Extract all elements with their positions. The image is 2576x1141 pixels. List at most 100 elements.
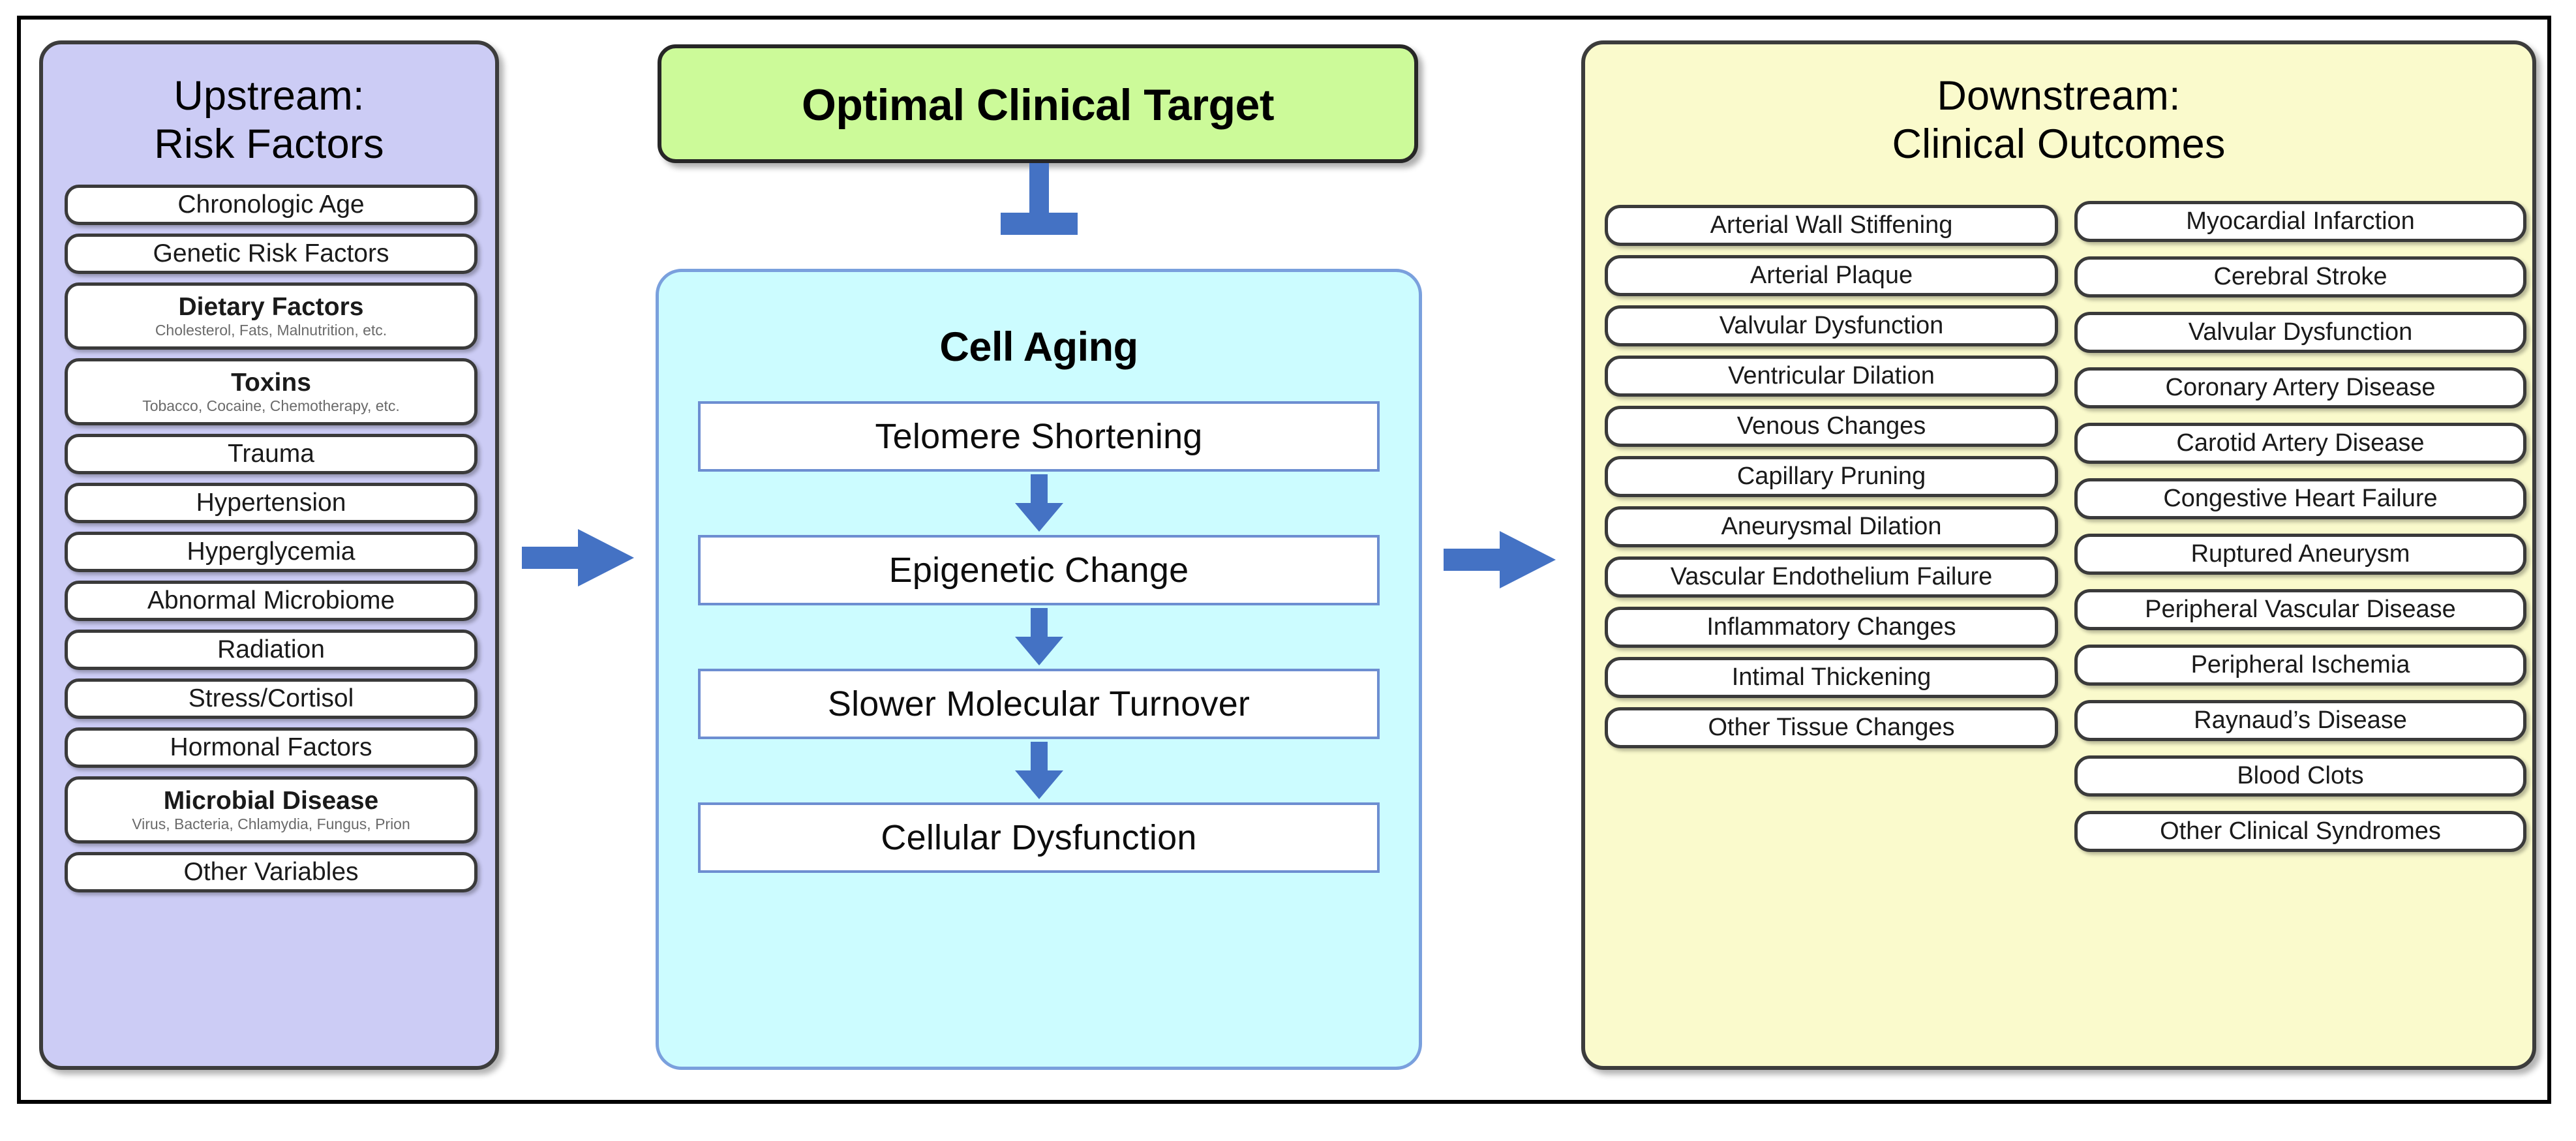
downstream-title-line-2: Clinical Outcomes — [1892, 121, 2226, 168]
right-arrow-icon-cell-aging-to-downstream — [1444, 527, 1558, 592]
risk-factor-item[interactable]: Genetic Risk Factors — [65, 234, 477, 274]
clinical-outcome-left-item[interactable]: Aneurysmal Dilation — [1605, 506, 2058, 547]
inhibition-t-bar-icon — [992, 163, 1086, 241]
risk-factor-item-label: Trauma — [228, 439, 314, 468]
clinical-outcome-right-item-label: Coronary Artery Disease — [2165, 373, 2436, 401]
risk-factor-item-label: Microbial Disease — [163, 786, 379, 815]
clinical-outcome-right-item-label: Raynaud’s Disease — [2194, 706, 2407, 734]
clinical-outcome-right-item[interactable]: Peripheral Ischemia — [2074, 645, 2526, 686]
clinical-outcome-right-item[interactable]: Valvular Dysfunction — [2074, 312, 2526, 353]
risk-factor-item-label: Genetic Risk Factors — [153, 239, 389, 267]
upstream-title-line-1: Upstream: — [174, 73, 365, 119]
clinical-outcome-right-item[interactable]: Congestive Heart Failure — [2074, 478, 2526, 519]
down-arrow-icon — [698, 605, 1380, 669]
downstream-title-line-1: Downstream: — [1937, 73, 2181, 119]
clinical-outcome-left-item-label: Vascular Endothelium Failure — [1670, 562, 1993, 590]
clinical-outcome-right-item[interactable]: Carotid Artery Disease — [2074, 423, 2526, 464]
clinical-outcome-right-item[interactable]: Cerebral Stroke — [2074, 256, 2526, 297]
clinical-outcome-left-item-label: Ventricular Dilation — [1728, 361, 1935, 389]
risk-factor-item-label: Radiation — [217, 635, 325, 663]
risk-factor-item-label: Toxins — [231, 368, 311, 397]
clinical-outcome-left-item[interactable]: Intimal Thickening — [1605, 657, 2058, 698]
clinical-outcome-left-item[interactable]: Ventricular Dilation — [1605, 356, 2058, 397]
clinical-outcome-right-item-label: Carotid Artery Disease — [2176, 429, 2425, 457]
clinical-outcome-right-item-label: Congestive Heart Failure — [2163, 484, 2438, 512]
risk-factor-item[interactable]: Hyperglycemia — [65, 532, 477, 572]
clinical-outcome-left-item[interactable]: Valvular Dysfunction — [1605, 305, 2058, 346]
cell-aging-step-label: Cellular Dysfunction — [881, 818, 1197, 857]
clinical-outcome-right-item-label: Other Clinical Syndromes — [2160, 817, 2441, 845]
cell-aging-step[interactable]: Cellular Dysfunction — [698, 802, 1380, 873]
clinical-outcome-right-item-label: Peripheral Vascular Disease — [2145, 595, 2456, 623]
clinical-outcome-left-item-label: Inflammatory Changes — [1706, 613, 1956, 641]
risk-factor-item[interactable]: Chronologic Age — [65, 185, 477, 225]
clinical-outcome-right-item[interactable]: Ruptured Aneurysm — [2074, 534, 2526, 575]
clinical-outcome-left-item-label: Aneurysmal Dilation — [1721, 512, 1942, 540]
clinical-outcome-left-item-label: Other Tissue Changes — [1708, 713, 1955, 741]
risk-factor-item-label: Dietary Factors — [178, 292, 364, 321]
risk-factor-item-sublabel: Tobacco, Cocaine, Chemotherapy, etc. — [142, 397, 400, 414]
risk-factor-item-label: Abnormal Microbiome — [147, 586, 395, 615]
clinical-outcome-right-item-label: Blood Clots — [2237, 761, 2364, 789]
clinical-outcome-right-item-label: Valvular Dysfunction — [2188, 318, 2413, 346]
upstream-title-line-2: Risk Factors — [154, 121, 384, 168]
right-arrow-icon-upstream-to-cell-aging — [522, 525, 636, 590]
risk-factor-item-label: Hyperglycemia — [187, 537, 356, 566]
cell-aging-step-label: Telomere Shortening — [875, 417, 1203, 456]
risk-factor-item-label: Chronologic Age — [177, 190, 365, 219]
clinical-outcome-left-item-label: Valvular Dysfunction — [1719, 311, 1944, 339]
risk-factor-item[interactable]: Trauma — [65, 434, 477, 474]
clinical-outcome-right-item-label: Myocardial Infarction — [2186, 207, 2415, 235]
clinical-outcome-left-item-label: Arterial Wall Stiffening — [1710, 211, 1953, 239]
cell-aging-step[interactable]: Epigenetic Change — [698, 535, 1380, 605]
risk-factor-item[interactable]: Hormonal Factors — [65, 727, 477, 768]
risk-factor-item-label: Hypertension — [196, 488, 346, 517]
cell-aging-step-label: Epigenetic Change — [888, 551, 1189, 590]
clinical-outcome-left-item[interactable]: Venous Changes — [1605, 406, 2058, 447]
risk-factor-item[interactable]: Abnormal Microbiome — [65, 581, 477, 621]
clinical-outcome-left-item-label: Capillary Pruning — [1736, 462, 1926, 490]
clinical-outcome-right-item-label: Ruptured Aneurysm — [2190, 540, 2410, 568]
risk-factor-item-label: Hormonal Factors — [170, 733, 372, 761]
clinical-outcome-right-item[interactable]: Myocardial Infarction — [2074, 201, 2526, 242]
risk-factor-item-sublabel: Cholesterol, Fats, Malnutrition, etc. — [155, 321, 387, 339]
clinical-outcome-right-item[interactable]: Coronary Artery Disease — [2074, 367, 2526, 408]
clinical-outcome-left-item[interactable]: Other Tissue Changes — [1605, 707, 2058, 748]
clinical-outcome-right-item[interactable]: Raynaud’s Disease — [2074, 700, 2526, 741]
clinical-outcome-right-item[interactable]: Other Clinical Syndromes — [2074, 811, 2526, 852]
cell-aging-step-label: Slower Molecular Turnover — [827, 684, 1250, 723]
clinical-outcome-left-item[interactable]: Capillary Pruning — [1605, 456, 2058, 497]
clinical-outcome-left-item-label: Arterial Plaque — [1750, 261, 1913, 289]
risk-factor-item[interactable]: Other Variables — [65, 852, 477, 892]
down-arrow-icon — [698, 739, 1380, 802]
risk-factor-item[interactable]: Stress/Cortisol — [65, 678, 477, 719]
optimal-clinical-target-label: Optimal Clinical Target — [801, 80, 1275, 130]
clinical-outcome-right-item[interactable]: Blood Clots — [2074, 755, 2526, 797]
clinical-outcome-left-item[interactable]: Arterial Wall Stiffening — [1605, 205, 2058, 246]
clinical-outcome-right-item-label: Peripheral Ischemia — [2190, 650, 2410, 678]
risk-factor-item-label: Stress/Cortisol — [188, 684, 354, 712]
clinical-outcome-right-item[interactable]: Peripheral Vascular Disease — [2074, 589, 2526, 630]
cell-aging-panel-title: Cell Aging — [939, 324, 1138, 370]
optimal-clinical-target-box[interactable]: Optimal Clinical Target — [658, 44, 1418, 163]
clinical-outcome-left-item[interactable]: Arterial Plaque — [1605, 255, 2058, 296]
clinical-outcome-left-item[interactable]: Vascular Endothelium Failure — [1605, 556, 2058, 598]
risk-factor-item-sublabel: Virus, Bacteria, Chlamydia, Fungus, Prio… — [132, 815, 410, 832]
upstream-panel-title: Upstream: Risk Factors — [43, 72, 495, 169]
clinical-outcome-right-item-label: Cerebral Stroke — [2213, 262, 2387, 290]
risk-factor-item[interactable]: Hypertension — [65, 483, 477, 523]
clinical-outcome-left-item[interactable]: Inflammatory Changes — [1605, 607, 2058, 648]
cell-aging-step[interactable]: Telomere Shortening — [698, 401, 1380, 472]
risk-factor-item[interactable]: Radiation — [65, 630, 477, 670]
downstream-panel-title: Downstream: Clinical Outcomes — [1585, 72, 2532, 169]
cell-aging-step[interactable]: Slower Molecular Turnover — [698, 669, 1380, 739]
